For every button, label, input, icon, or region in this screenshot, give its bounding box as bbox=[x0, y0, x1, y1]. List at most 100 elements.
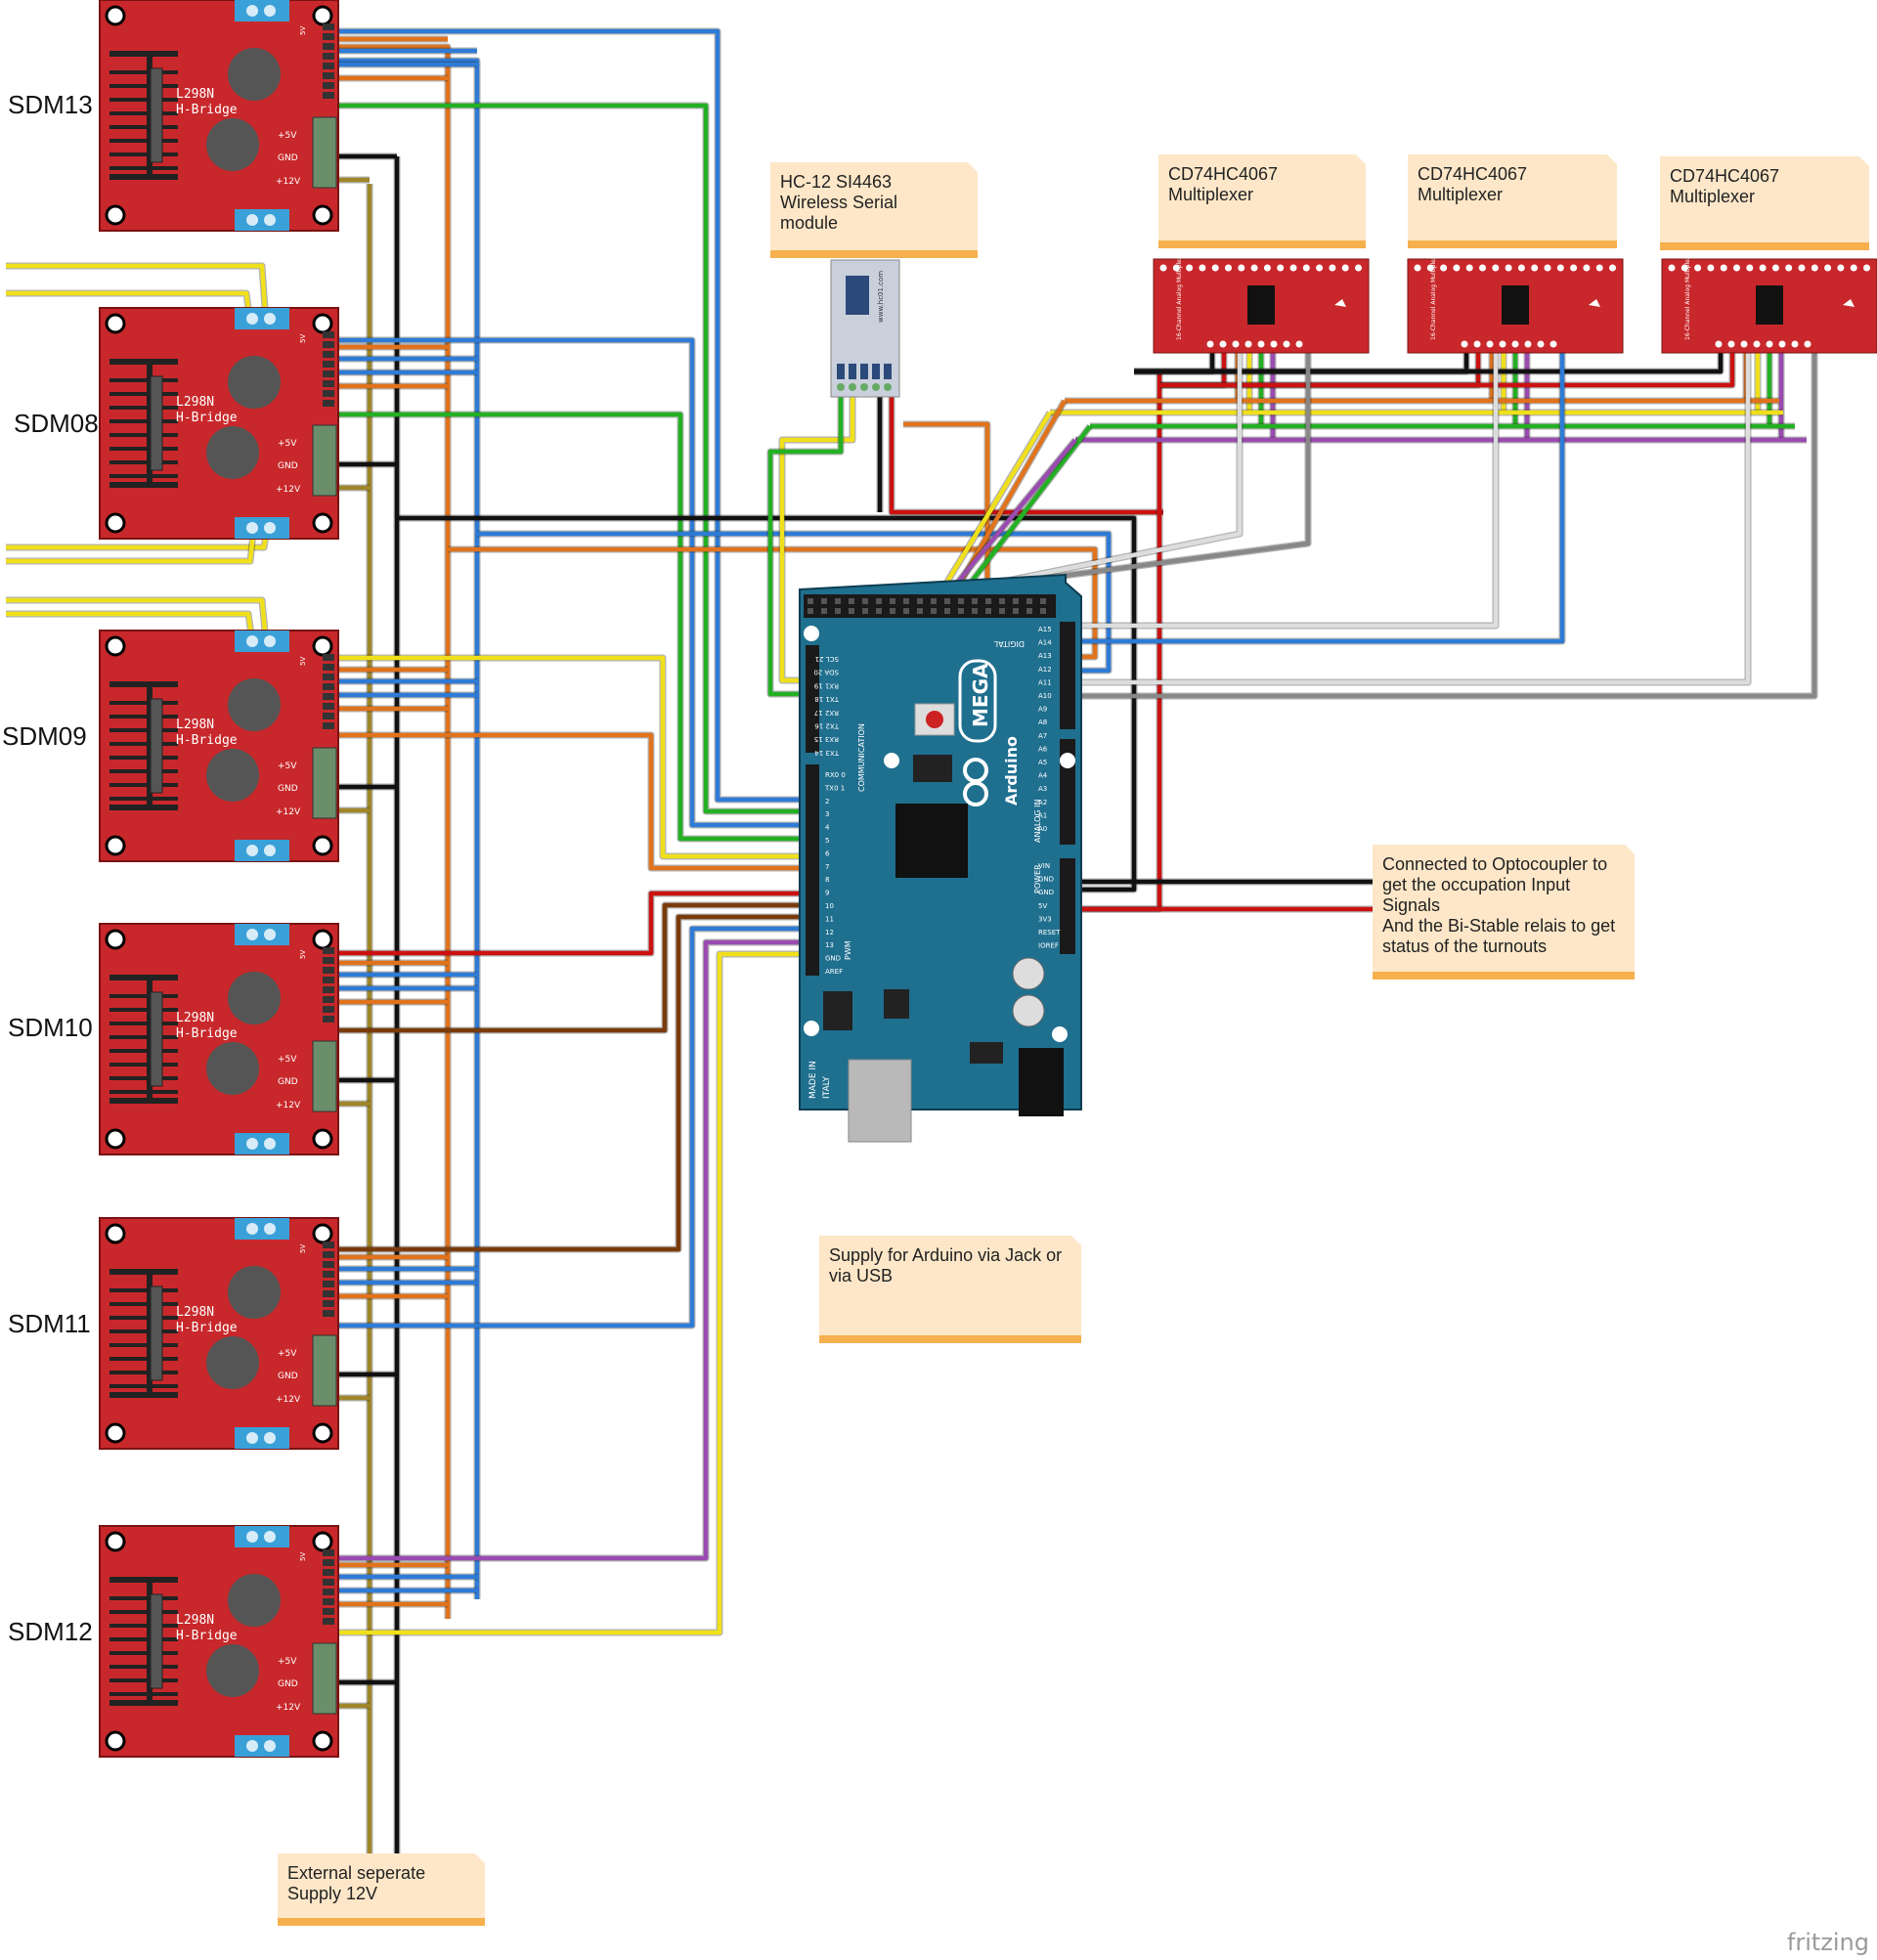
heatsink-fin bbox=[109, 166, 178, 170]
mount-hole bbox=[105, 929, 126, 950]
heatsink-fin bbox=[109, 1371, 178, 1374]
sdm09-orange-wire bbox=[338, 732, 811, 871]
header-pin bbox=[944, 608, 950, 614]
mux-chip bbox=[1247, 285, 1275, 325]
pwm-pin-label: 12 bbox=[825, 929, 834, 936]
mux-pin-hole bbox=[1295, 340, 1303, 348]
comm-pin-label: SDA 20 bbox=[813, 669, 839, 676]
header-pin bbox=[323, 674, 334, 680]
heatsink-fin bbox=[109, 406, 178, 410]
sdm11-brown-wire bbox=[338, 914, 811, 1252]
mux-pin-hole bbox=[1524, 340, 1532, 348]
heatsink-fin bbox=[109, 447, 178, 451]
header-pin bbox=[323, 957, 334, 964]
mux-pin-hole bbox=[1556, 264, 1564, 272]
chip-label: H-Bridge bbox=[176, 1026, 238, 1041]
header-pin bbox=[323, 351, 334, 358]
heatsink-fin bbox=[109, 84, 178, 88]
mux-pin-hole bbox=[1753, 340, 1761, 348]
heatsink-fin bbox=[109, 474, 178, 478]
heatsink-spine bbox=[147, 51, 153, 180]
terminal-screw bbox=[246, 522, 258, 534]
mount-hole bbox=[105, 1223, 126, 1244]
mux-pin-hole bbox=[1250, 264, 1258, 272]
capacitor bbox=[206, 749, 259, 802]
header-pin bbox=[323, 683, 334, 690]
mux-pin-hole bbox=[1804, 340, 1812, 348]
mega-label: MEGA bbox=[969, 663, 992, 727]
sdm10-brown-wire bbox=[338, 902, 811, 1033]
heatsink-fin bbox=[109, 1035, 178, 1039]
heatsink-fin bbox=[109, 70, 178, 74]
mount-hole bbox=[105, 313, 126, 334]
external-note-line2: Supply 12V bbox=[287, 1884, 378, 1903]
mux-chip bbox=[1756, 285, 1783, 325]
header-pin bbox=[323, 986, 334, 993]
mux-pin-hole bbox=[1668, 264, 1676, 272]
terminal-block bbox=[235, 924, 289, 945]
analog-pin-label: A13 bbox=[1038, 652, 1052, 660]
sdm10-red-wire bbox=[338, 891, 811, 956]
header-pin bbox=[972, 608, 978, 614]
heatsink-fin bbox=[109, 1610, 178, 1614]
mux-pin-hole bbox=[1771, 264, 1779, 272]
terminal-screw bbox=[246, 1432, 258, 1444]
heatsink-fin bbox=[109, 1357, 178, 1361]
power-terminal bbox=[312, 424, 337, 497]
heatsink-fin bbox=[109, 1288, 178, 1292]
hc12-yellow-wire bbox=[779, 391, 855, 683]
chip-label: L298N bbox=[176, 1613, 214, 1628]
terminal-screw bbox=[264, 845, 276, 856]
terminal-screw bbox=[246, 5, 258, 17]
terminal-screw bbox=[264, 1531, 276, 1543]
terminal-block bbox=[235, 1133, 289, 1154]
heatsink-fin bbox=[109, 1384, 178, 1388]
sdm09-input-wire bbox=[6, 597, 269, 642]
pin-label: +5V bbox=[278, 439, 297, 449]
header-pin bbox=[323, 1559, 334, 1566]
mux-pin-hole bbox=[1544, 264, 1551, 272]
heatsink-fin bbox=[109, 715, 178, 719]
mux-pin-hole bbox=[1172, 264, 1180, 272]
mux-pin-hole bbox=[1277, 264, 1285, 272]
comm-pin-label: RX1 19 bbox=[814, 681, 839, 689]
sdm13-green-wire bbox=[338, 103, 811, 814]
header-pin bbox=[323, 400, 334, 407]
left-header bbox=[806, 764, 819, 976]
pin-label: +12V bbox=[276, 485, 301, 495]
hc12-pin bbox=[884, 383, 892, 391]
driver-label-sdm11: SDM11 bbox=[8, 1309, 91, 1338]
fritzing-watermark: fritzing bbox=[1786, 1929, 1869, 1956]
section-label: POWER bbox=[1033, 864, 1042, 893]
header-pin bbox=[323, 361, 334, 368]
header-pin bbox=[849, 608, 854, 614]
mount-hole bbox=[312, 1128, 333, 1150]
mux-pin-hole bbox=[1302, 264, 1310, 272]
terminal-screw bbox=[246, 1138, 258, 1150]
heatsink-spine bbox=[147, 681, 153, 810]
mux-pin-hole bbox=[1811, 264, 1818, 272]
mount-hole bbox=[105, 635, 126, 657]
terminal-screw bbox=[264, 522, 276, 534]
capacitor bbox=[206, 426, 259, 479]
heatsink-fin bbox=[109, 433, 178, 437]
pwm-pin-label: 10 bbox=[825, 902, 834, 910]
mux-pin-hole bbox=[1550, 340, 1557, 348]
capacitor bbox=[206, 118, 259, 171]
mux-pin-hole bbox=[1257, 340, 1265, 348]
heatsink-fin bbox=[109, 1316, 178, 1320]
driver-label-sdm12: SDM12 bbox=[8, 1617, 93, 1646]
mux2-sig2-wire bbox=[1066, 352, 1565, 644]
heatsink-fin bbox=[109, 1090, 178, 1094]
mux-pin-hole bbox=[1798, 264, 1806, 272]
header-pin bbox=[821, 598, 827, 604]
heatsink-fin bbox=[109, 756, 178, 760]
mux-board-3: 16-Channel Analog Multiplexer bbox=[1661, 249, 1877, 354]
header-pin bbox=[323, 1579, 334, 1586]
terminal-screw bbox=[264, 1740, 276, 1752]
mux-pin-hole bbox=[1785, 264, 1793, 272]
pin-label: +5V bbox=[278, 762, 297, 771]
mux-pin-hole bbox=[1219, 340, 1227, 348]
